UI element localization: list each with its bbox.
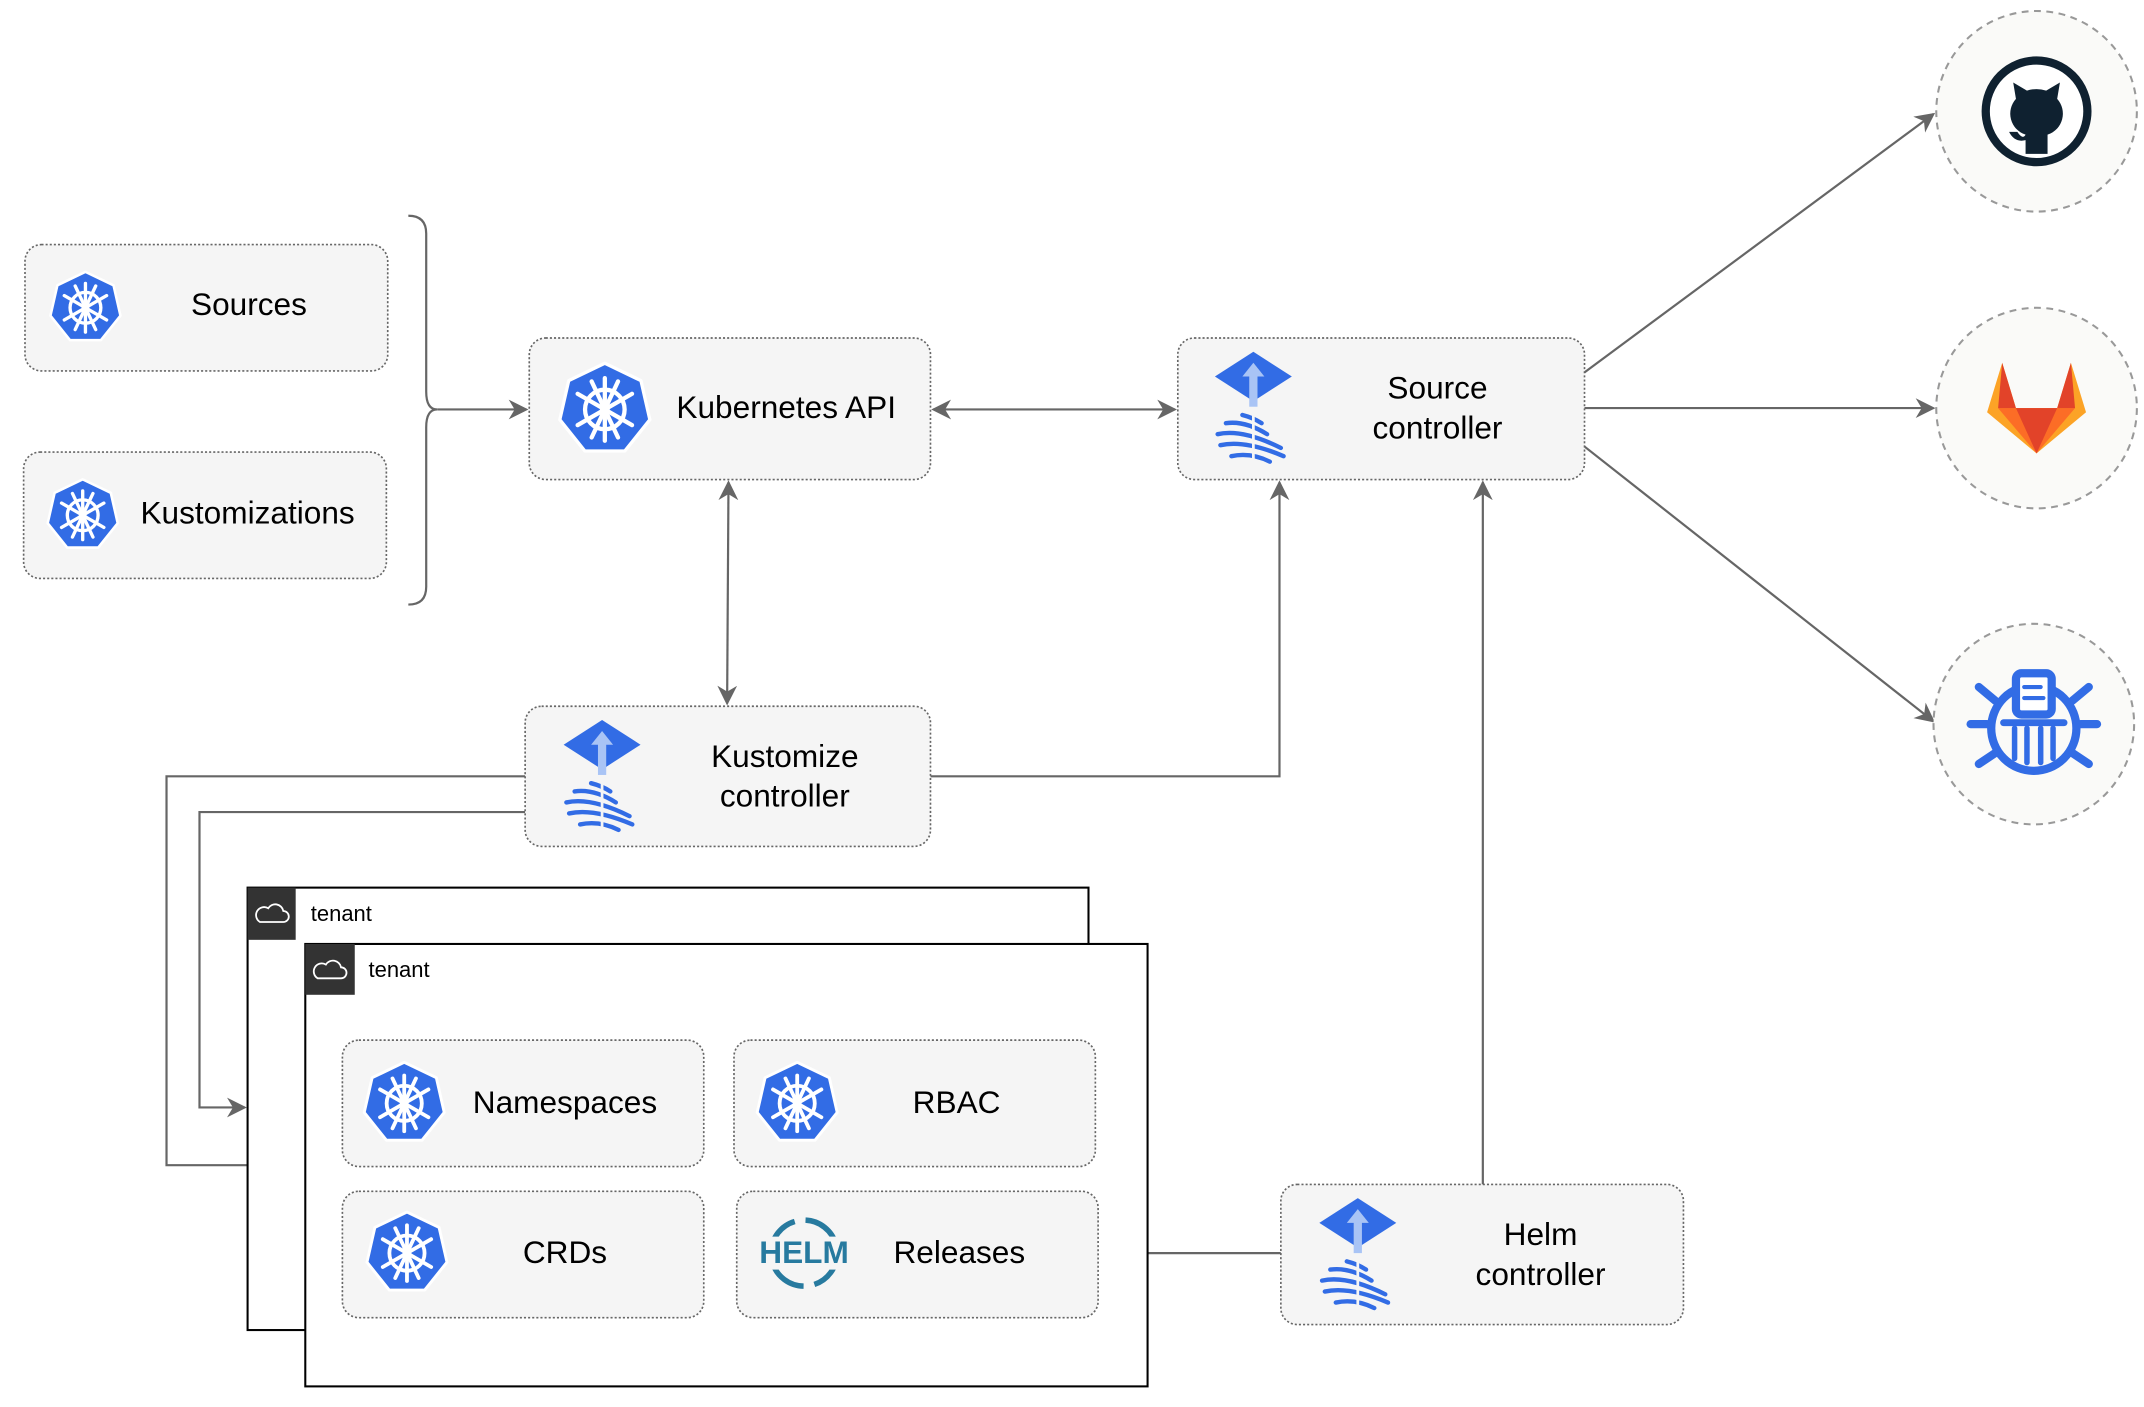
node-releases[interactable]: HELM Releases [735,1190,1099,1319]
svg-text:HELM: HELM [759,1234,849,1270]
edge-api-kustomize-controller [717,480,739,706]
node-rbac[interactable]: RBAC [733,1039,1097,1168]
github-icon [1981,56,2092,167]
node-kustomize-controller[interactable]: Kustomize controller [524,705,932,848]
node-kubernetes-api[interactable]: Kubernetes API [528,337,932,481]
node-label: controller [720,778,850,814]
bucket-source[interactable] [1932,622,2136,826]
tenant-label: tenant [311,901,372,926]
node-sources[interactable]: Sources [24,243,389,372]
node-label: Source [1387,370,1487,406]
node-label: Sources [191,286,307,322]
gitlab-icon [1987,362,2087,454]
grouping-bracket [408,214,438,606]
node-crds[interactable]: CRDs [341,1190,705,1319]
node-source-controller[interactable]: Source controller [1176,337,1586,481]
edge-kustomize-to-source [930,480,1290,778]
github-source[interactable] [1935,9,2138,213]
node-label: CRDs [523,1234,607,1270]
cloud-icon [255,903,290,923]
node-label: RBAC [913,1084,1001,1120]
node-label: Helm [1504,1216,1578,1252]
node-label: Namespaces [473,1084,657,1120]
tenant-label: tenant [369,957,430,982]
edge-kustomize-to-tenant-back [198,810,526,1118]
bucket-icon [1966,669,2102,775]
node-label: controller [1476,1256,1606,1292]
node-namespaces[interactable]: Namespaces [341,1039,705,1168]
edge-source-to-bucket [1583,445,1936,723]
edge-kustomize-to-tenant-front [165,775,526,1176]
node-label: Kustomizations [140,495,354,531]
node-kustomizations[interactable]: Kustomizations [22,451,388,580]
edge-source-to-github [1583,112,1936,374]
node-label: Releases [893,1234,1025,1270]
cloud-icon [312,959,348,980]
helm-icon: HELM [757,1217,851,1289]
gitlab-source[interactable] [1935,306,2138,510]
node-label: Kubernetes API [676,389,896,425]
node-helm-controller[interactable]: Helm controller [1280,1183,1685,1326]
node-label: controller [1373,409,1503,445]
node-label: Kustomize [711,738,858,774]
